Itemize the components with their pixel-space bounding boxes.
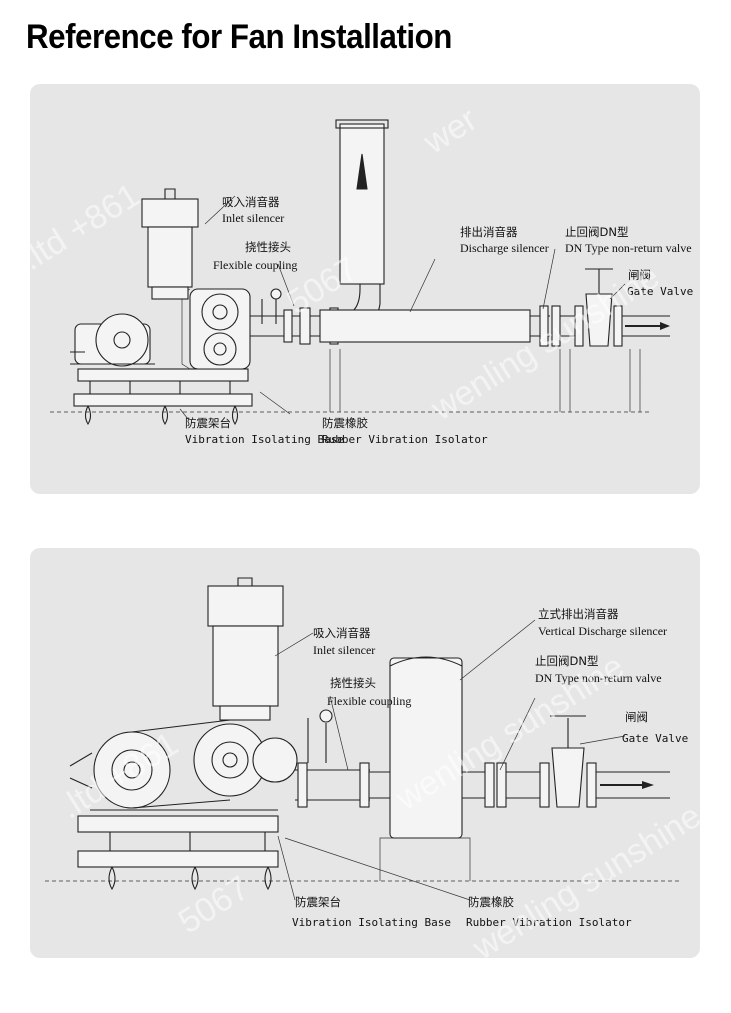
label-flexible-coupling-en: Flexible coupling [213,258,297,272]
label-discharge-silencer-en: Discharge silencer [460,241,549,255]
motor-and-drive [69,719,298,811]
roots-blower [181,288,251,370]
label-non-return-valve-en: DN Type non-return valve [565,241,692,255]
label-flexible-coupling-cn: 挠性接头 [245,240,291,254]
label-flexible-coupling-en: Flexible coupling [327,694,411,708]
label-inlet-silencer-en: Inlet silencer [313,643,375,657]
label-flexible-coupling-cn: 挠性接头 [330,676,376,690]
installation-diagram-vertical-silencer: 吸入消音器 Inlet silencer 挠性接头 Flexible coupl… [30,548,700,958]
label-rubber-isolator-cn: 防震橡胶 [322,416,368,430]
diagram-2-drawing: 吸入消音器 Inlet silencer 挠性接头 Flexible coupl… [45,577,700,958]
label-vibration-base-cn: 防震架台 [295,895,341,909]
label-rubber-isolator-cn: 防震橡胶 [468,895,514,909]
label-inlet-silencer-cn: 吸入消音器 [313,626,371,640]
watermark-text: wer [416,100,483,162]
discharge-pipe [295,656,670,839]
label-non-return-valve-cn: 止回阀DN型 [565,225,628,239]
label-vibration-base-en: Vibration Isolating Base [185,433,344,446]
page-title: Reference for Fan Installation [26,18,452,56]
label-rubber-isolator-en: Rubber Vibration Isolator [466,916,632,929]
vibration-isolating-base [77,815,279,891]
diagram-1-drawing: 吸入消音器 Inlet silencer 挠性接头 Flexible coupl… [30,100,693,446]
label-gate-valve-en: Gate Valve [622,732,688,745]
label-gate-valve-en: Gate Valve [627,285,693,298]
label-inlet-silencer-en: Inlet silencer [222,211,284,225]
label-discharge-silencer-cn: 排出消音器 [460,225,518,239]
installation-diagram-horizontal-silencer: 吸入消音器 Inlet silencer 挠性接头 Flexible coupl… [30,84,700,494]
watermark-text: .ltd +861 [30,176,146,278]
label-non-return-valve-cn: 止回阀DN型 [535,654,598,668]
vibration-isolating-base [73,368,253,426]
discharge-pipe [250,119,670,347]
label-vertical-silencer-en: Vertical Discharge silencer [538,624,667,638]
label-non-return-valve-en: DN Type non-return valve [535,671,662,685]
watermark-text: wenling sunshine [465,797,700,958]
label-gate-valve-cn: 闸阀 [625,710,648,724]
label-rubber-isolator-en: Rubber Vibration Isolator [322,433,488,446]
watermark-text: 5067 [172,869,256,941]
label-vibration-base-cn: 防震架台 [185,416,231,430]
inlet-silencer [141,188,199,300]
label-gate-valve-cn: 闸阀 [628,268,651,282]
motor [70,313,155,367]
label-vertical-silencer-cn: 立式排出消音器 [538,607,619,621]
label-vibration-base-en: Vibration Isolating Base [292,916,451,929]
label-inlet-silencer-cn: 吸入消音器 [222,195,280,209]
inlet-silencer [207,577,284,721]
